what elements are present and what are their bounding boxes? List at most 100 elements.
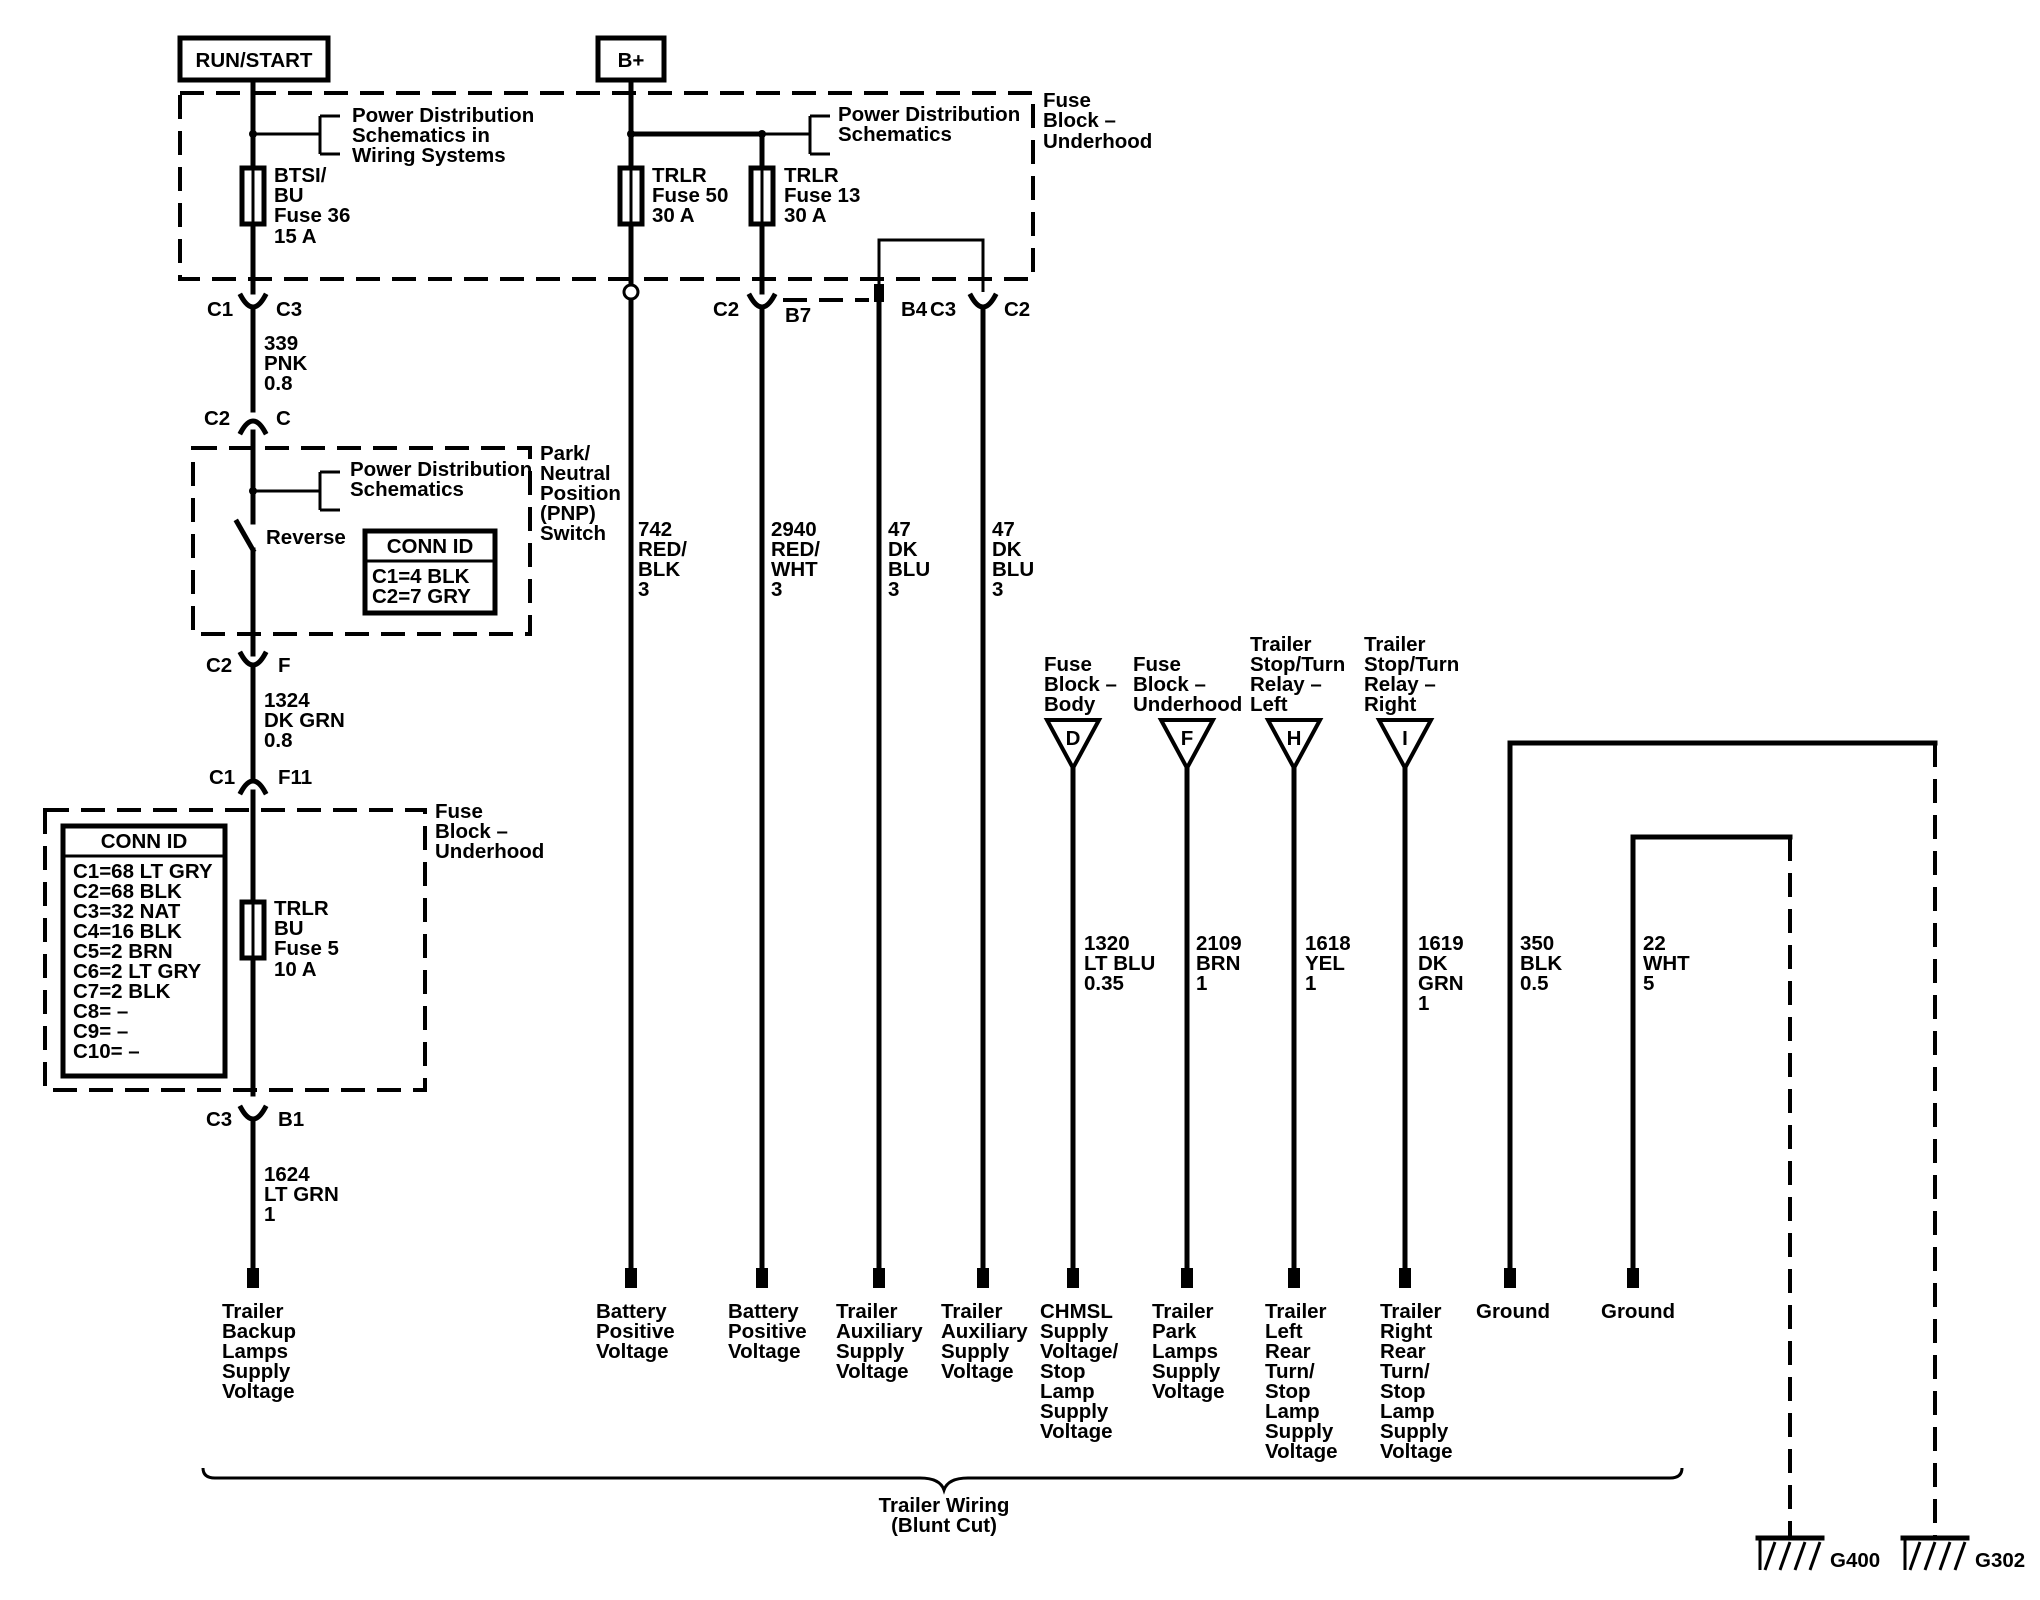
- fuse-block-conn-id-box: [60, 823, 228, 1079]
- svg-text:Fuse 36: Fuse 36: [274, 204, 350, 227]
- svg-text:PNK: PNK: [264, 352, 307, 375]
- circuit-label: Auxiliary: [941, 1320, 1028, 1343]
- source-label: Underhood: [1133, 693, 1242, 716]
- fuse-block-conn-id-title: CONN ID: [101, 830, 188, 853]
- trailer-wiring-label-1: Trailer Wiring: [879, 1494, 1010, 1517]
- svg-text:C3: C3: [206, 1108, 232, 1131]
- svg-text:TRLR: TRLR: [784, 164, 839, 187]
- svg-text:BU: BU: [274, 184, 304, 207]
- conn-id-entry: C2=68 BLK: [73, 880, 182, 903]
- source-label: Right: [1364, 693, 1417, 716]
- svg-text:22: 22: [1643, 932, 1666, 955]
- source-label: Relay –: [1250, 673, 1322, 696]
- wire-1324-label: 1324 DK GRN 0.8: [264, 689, 345, 752]
- circuit-label: Voltage/: [1040, 1340, 1119, 1363]
- conn-id-entry: C7=2 BLK: [73, 980, 171, 1003]
- fuse-13-label: TRLR Fuse 13 30 A: [784, 164, 860, 227]
- circuit-label: Voltage: [941, 1360, 1014, 1383]
- svg-text:Schematics in: Schematics in: [352, 124, 490, 147]
- source-label: Stop/Turn: [1364, 653, 1459, 676]
- circuit-label: Lamps: [1152, 1340, 1218, 1363]
- circuit-label: Ground: [1476, 1300, 1550, 1323]
- svg-text:3: 3: [771, 578, 782, 601]
- svg-text:Position: Position: [540, 482, 621, 505]
- fuse-block-lower-label: Fuse Block – Underhood: [435, 800, 544, 863]
- svg-text:5: 5: [1643, 972, 1654, 995]
- svg-text:3: 3: [888, 578, 899, 601]
- wire-742-label: 742 RED/ BLK 3: [638, 518, 687, 601]
- source-label: Stop/Turn: [1250, 653, 1345, 676]
- circuit-label: Trailer: [836, 1300, 898, 1323]
- circuit-label: Positive: [596, 1320, 675, 1343]
- svg-text:LT GRN: LT GRN: [264, 1183, 339, 1206]
- reverse-switch-contact: [233, 518, 257, 554]
- svg-text:2940: 2940: [771, 518, 817, 541]
- circuit-label: Voltage: [836, 1360, 909, 1383]
- ground-g400-label: G400: [1830, 1549, 1880, 1572]
- svg-text:TRLR: TRLR: [652, 164, 707, 187]
- svg-text:1: 1: [1305, 972, 1316, 995]
- circuit-label: Stop: [1040, 1360, 1086, 1383]
- svg-text:LT BLU: LT BLU: [1084, 952, 1155, 975]
- pnp-conn-id-c2: C2=7 GRY: [372, 585, 471, 608]
- svg-text:B1: B1: [278, 1108, 304, 1131]
- circuit-label: Supply: [1380, 1420, 1449, 1443]
- blunt-cut-terminals: [247, 1268, 1639, 1288]
- fuse-block-underhood-upper: [178, 91, 1035, 281]
- circuit-label: Voltage: [728, 1340, 801, 1363]
- trailer-wiring-brace: [201, 1467, 1684, 1495]
- circuit-label: Lamp: [1040, 1380, 1095, 1403]
- pds-right-label: Power Distribution Schematics: [838, 103, 1020, 146]
- svg-text:Underhood: Underhood: [435, 840, 544, 863]
- svg-text:F: F: [278, 654, 291, 677]
- circuit-label: Supply: [1040, 1320, 1109, 1343]
- svg-text:Park/: Park/: [540, 442, 590, 465]
- svg-text:1619: 1619: [1418, 932, 1464, 955]
- circuit-label: Rear: [1380, 1340, 1426, 1363]
- circuit-label: Trailer: [1380, 1300, 1442, 1323]
- circuit-label: Battery: [728, 1300, 799, 1323]
- source-label: Trailer: [1250, 633, 1312, 656]
- circuit-label: Voltage: [1380, 1440, 1453, 1463]
- svg-text:1: 1: [1196, 972, 1207, 995]
- svg-text:Wiring Systems: Wiring Systems: [352, 144, 506, 167]
- circuit-label: Supply: [1040, 1400, 1109, 1423]
- circuit-label: Positive: [728, 1320, 807, 1343]
- conn-id-entry: C6=2 LT GRY: [73, 960, 201, 983]
- circuit-label: Auxiliary: [836, 1320, 923, 1343]
- svg-text:30 A: 30 A: [652, 204, 695, 227]
- svg-text:BLU: BLU: [992, 558, 1034, 581]
- conn-id-entry: C10= –: [73, 1040, 140, 1063]
- svg-text:Power Distribution: Power Distribution: [838, 103, 1020, 126]
- svg-text:0.8: 0.8: [264, 372, 293, 395]
- source-label: Fuse: [1044, 653, 1092, 676]
- connector-c2-c: [237, 418, 269, 436]
- svg-text:Fuse 5: Fuse 5: [274, 937, 339, 960]
- circuit-label: Supply: [1152, 1360, 1221, 1383]
- source-triangle: [1264, 718, 1324, 773]
- conn-id-entry: C5=2 BRN: [73, 940, 173, 963]
- svg-text:C3: C3: [276, 298, 302, 321]
- conn-id-entry: C3=32 NAT: [73, 900, 181, 923]
- connector-c1-c3: [237, 292, 269, 310]
- circuit-label: Supply: [836, 1340, 905, 1363]
- circuit-label: Turn/: [1265, 1360, 1315, 1383]
- circuit-label: Rear: [1265, 1340, 1311, 1363]
- svg-text:C2: C2: [1004, 298, 1030, 321]
- svg-text:DK: DK: [888, 538, 918, 561]
- pnp-pds-label: Power Distribution Schematics: [350, 458, 532, 501]
- circuit-label: CHMSL: [1040, 1300, 1113, 1323]
- circuit-label: Left: [1265, 1320, 1303, 1343]
- pnp-conn-id-c1: C1=4 BLK: [372, 565, 470, 588]
- circuit-label: Stop: [1265, 1380, 1311, 1403]
- pnp-conn-id-title: CONN ID: [387, 535, 474, 558]
- wire-350-label: 350 BLK 0.5: [1520, 932, 1562, 995]
- ground-g302-symbol: G302: [1900, 1535, 2025, 1572]
- jumper-b4-c3: [877, 238, 985, 292]
- source-triangle: [1157, 718, 1217, 773]
- wire-22: [1630, 834, 1793, 1271]
- circuit-label: Voltage: [1152, 1380, 1225, 1403]
- svg-text:C: C: [276, 407, 291, 430]
- source-label: Relay –: [1364, 673, 1436, 696]
